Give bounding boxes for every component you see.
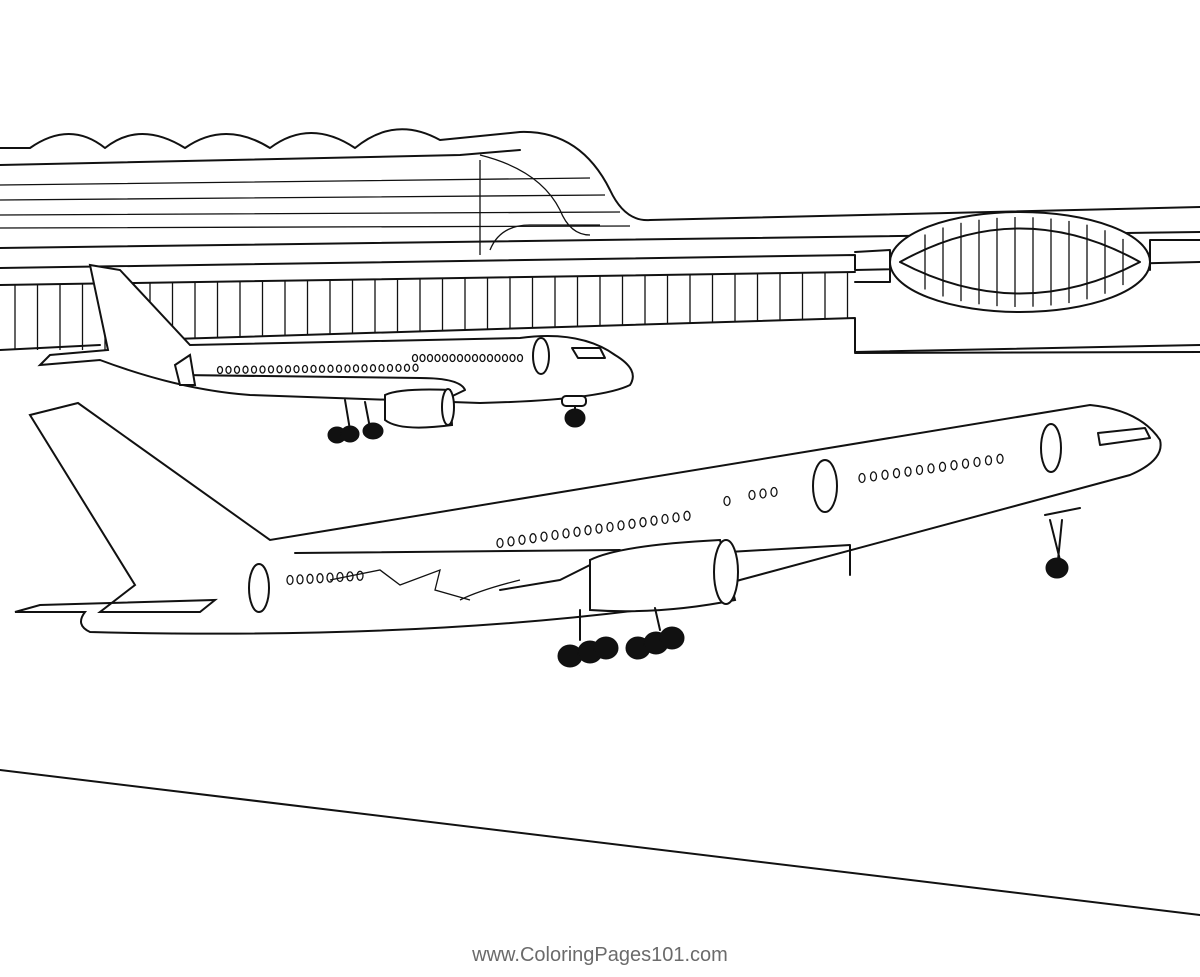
window — [456, 353, 464, 363]
window — [326, 572, 334, 583]
window — [496, 537, 504, 549]
window — [471, 353, 479, 363]
window — [276, 365, 283, 374]
window — [411, 353, 419, 363]
window — [950, 460, 958, 471]
window — [301, 364, 309, 374]
window — [479, 353, 486, 363]
window — [516, 353, 524, 363]
window — [296, 574, 304, 585]
window — [759, 488, 767, 499]
window — [551, 529, 559, 541]
window — [327, 364, 334, 373]
window — [961, 458, 970, 469]
window — [395, 363, 402, 373]
window — [352, 364, 360, 373]
window — [336, 571, 344, 583]
window — [403, 363, 411, 372]
window — [216, 365, 224, 375]
window — [562, 528, 570, 539]
window — [650, 515, 658, 526]
terminal-building — [0, 128, 1200, 354]
window — [869, 471, 878, 482]
watermark: www.ColoringPages101.com — [472, 944, 728, 966]
window — [361, 364, 368, 373]
window — [639, 517, 647, 528]
rear-airplane — [37, 263, 634, 444]
window — [858, 472, 866, 484]
window — [748, 489, 756, 501]
window — [584, 525, 592, 536]
window — [904, 466, 912, 477]
window — [267, 365, 275, 374]
front-airplane — [14, 401, 1162, 668]
window — [259, 365, 266, 374]
window — [225, 365, 232, 375]
window — [540, 531, 548, 542]
window — [507, 536, 515, 547]
window — [892, 468, 901, 479]
window — [573, 526, 581, 537]
window — [661, 513, 669, 525]
window — [595, 523, 603, 534]
window — [310, 364, 317, 374]
window — [938, 461, 947, 472]
window — [250, 365, 258, 374]
window — [316, 573, 324, 584]
window — [369, 364, 377, 373]
window — [356, 570, 364, 581]
window — [881, 469, 889, 480]
window — [973, 456, 981, 468]
window — [284, 365, 292, 374]
window — [518, 534, 526, 545]
window — [770, 486, 778, 498]
window — [501, 353, 509, 363]
window — [318, 364, 326, 373]
window — [346, 571, 354, 582]
window — [723, 495, 731, 507]
window — [927, 463, 935, 474]
window — [233, 365, 241, 374]
window — [672, 512, 680, 523]
window — [386, 363, 394, 373]
window — [683, 510, 691, 521]
window — [628, 518, 636, 529]
window — [426, 353, 434, 363]
window — [306, 573, 314, 584]
window — [286, 574, 294, 586]
oval-window-ribs — [924, 217, 1124, 307]
window — [344, 364, 351, 373]
window — [242, 365, 249, 374]
window — [984, 455, 993, 466]
window — [486, 353, 494, 363]
window — [449, 353, 456, 363]
window — [464, 353, 471, 363]
window — [335, 364, 343, 373]
window — [509, 353, 516, 363]
window — [293, 364, 300, 374]
window — [915, 464, 924, 476]
runway-edge — [0, 769, 1200, 916]
window — [494, 353, 501, 363]
window — [378, 363, 385, 373]
window — [419, 353, 426, 363]
window — [441, 353, 449, 363]
window — [412, 363, 419, 372]
window — [617, 520, 625, 531]
window — [606, 521, 614, 533]
window — [434, 353, 441, 363]
window — [996, 453, 1004, 464]
window — [529, 533, 537, 544]
